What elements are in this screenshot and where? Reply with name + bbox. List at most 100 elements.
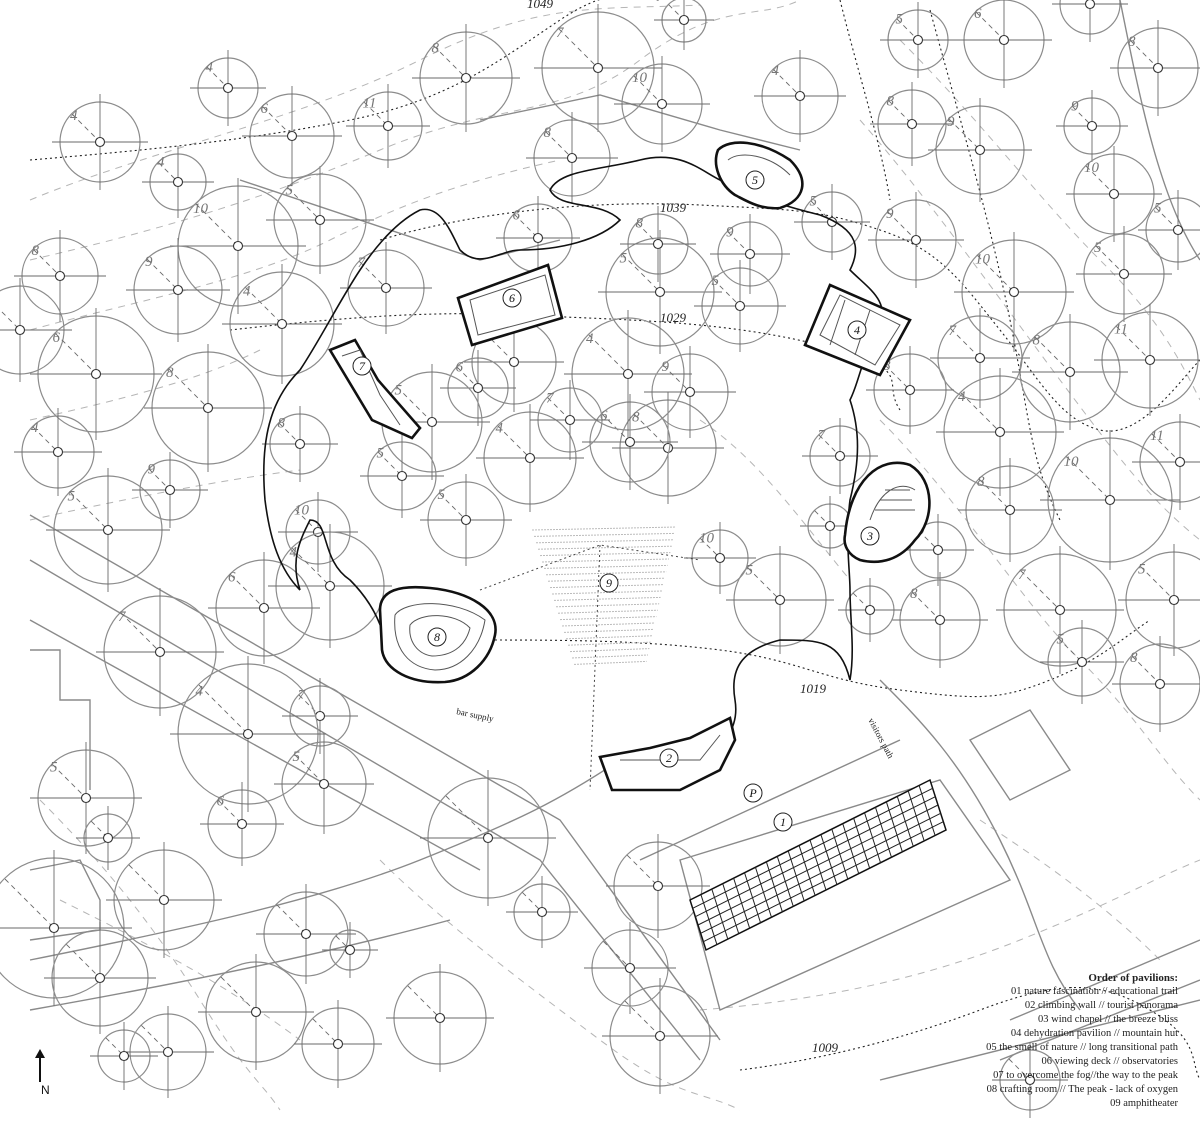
tree-height-number: 5 — [286, 183, 294, 199]
tree: 7 — [1052, 0, 1128, 42]
seat-row — [569, 648, 650, 653]
tree: 10 — [614, 56, 710, 152]
tree: 7 — [340, 242, 432, 334]
parking-label: P — [748, 786, 757, 800]
seat-row — [541, 558, 670, 563]
north-label: N — [41, 1083, 50, 1097]
tree: 9 — [1056, 90, 1128, 162]
pavilion-marker-7: 7 — [352, 356, 372, 376]
tree: 4 — [754, 50, 846, 142]
tree: 5 — [420, 474, 512, 566]
tree: 8 — [620, 206, 696, 282]
tree: 9 — [126, 238, 230, 342]
elevation-label-1039: 1039 — [660, 200, 687, 215]
seat-row — [567, 641, 651, 646]
tree: 11 — [346, 84, 430, 168]
pavilion-marker-9: 9 — [599, 573, 619, 593]
tree: 7 — [530, 380, 610, 460]
tree-height-number: 8 — [1033, 333, 1041, 349]
tree-height-number: 7 — [1018, 567, 1027, 583]
legend-item: 07 to overcome the fog//the way to the p… — [993, 1070, 1178, 1081]
tree-height-number: 5 — [1154, 200, 1162, 216]
tree: 5 — [694, 260, 786, 352]
tree: 6 — [242, 86, 342, 186]
tree: 11 — [1132, 414, 1200, 510]
tree: 7 — [96, 588, 224, 716]
seat-row — [563, 628, 654, 633]
tree: 6 — [440, 350, 516, 426]
tree-height-number: 8 — [1128, 34, 1136, 50]
pavilion-number-4: 4 — [854, 323, 860, 337]
amphitheater-seating — [479, 526, 701, 791]
tree-height-number: 9 — [886, 206, 894, 222]
elevation-label-1009: 1009 — [812, 1040, 839, 1055]
tree-height-number: 6 — [974, 6, 982, 22]
tree-height-number: 4 — [496, 421, 504, 437]
tree: 5 — [0, 278, 72, 382]
tree-height-number: 5 — [712, 273, 720, 289]
tree-height-number: 5 — [1094, 240, 1102, 256]
tree: 4 — [222, 264, 342, 384]
pavilion-legend: Order of pavilions: 01 nature fascinatio… — [878, 972, 1178, 1111]
tree: 8 — [866, 346, 954, 434]
tree-height-number: 5 — [620, 250, 628, 266]
tree: 5 — [360, 434, 444, 518]
pavilion-marker-5: 5 — [745, 170, 765, 190]
tree: 10 — [170, 178, 306, 314]
elevation-label-1019: 1019 — [800, 681, 827, 696]
tree-height-number: 11 — [1114, 322, 1128, 338]
pavilion-number-8: 8 — [434, 630, 440, 644]
tree-height-number: 6 — [228, 570, 236, 586]
pavilion-number-5: 5 — [752, 173, 758, 187]
tree — [76, 806, 140, 870]
tree-height-number: 5 — [896, 12, 904, 28]
tree: 5 — [794, 184, 870, 260]
tree: 8 — [870, 82, 954, 166]
tree-height-number: 4 — [772, 63, 780, 79]
tree-height-number: 7 — [546, 390, 555, 406]
tree: 7 — [930, 308, 1030, 408]
tree: 8 — [1012, 314, 1128, 430]
pavilion-3-shape — [843, 461, 931, 564]
tree — [654, 0, 714, 50]
pavilion-number-1: 1 — [780, 815, 786, 829]
bar-supply-label: bar supply — [456, 706, 495, 724]
road-lines — [29, 0, 1200, 1081]
trail-path-west — [295, 519, 386, 641]
seat-row — [551, 590, 663, 595]
tree-height-number: 4 — [31, 420, 39, 436]
seat-row — [549, 584, 664, 589]
legend-item: 09 amphitheater — [1110, 1098, 1178, 1109]
major-contour-lines — [29, 0, 1200, 1081]
tree-height-number: 4 — [958, 389, 966, 405]
parking-marker: P — [743, 783, 763, 803]
tree-height-number: 11 — [1150, 428, 1164, 444]
tree: 4 — [142, 146, 214, 218]
tree: 6 — [208, 552, 320, 664]
tree-height-number: 4 — [157, 155, 165, 171]
pavilion-marker-4: 4 — [847, 320, 867, 340]
tree-height-number: 9 — [145, 254, 153, 270]
tree: 10 — [684, 522, 756, 594]
tree — [0, 850, 132, 1006]
contour-lines — [29, 0, 1200, 1111]
pavilion-marker-1: 1 — [773, 812, 793, 832]
tree: 9 — [868, 192, 964, 288]
tree-height-number: 8 — [32, 243, 40, 259]
tree: 5 — [274, 734, 374, 834]
pavilion-marker-2: 2 — [659, 748, 679, 768]
tree — [602, 978, 718, 1094]
tree-height-number: 5 — [377, 445, 385, 461]
tree: 8 — [144, 344, 272, 472]
elevation-labels: 1049 1039 1029 1019 1009 — [527, 0, 839, 1055]
tree-height-number: 4 — [70, 108, 78, 124]
seat-row — [571, 654, 649, 659]
tree: 5 — [266, 166, 374, 274]
tree: 8 — [262, 406, 338, 482]
legend-item: 02 climbing wall // tourist panorama — [1024, 1000, 1178, 1011]
tree: 7 — [802, 418, 878, 494]
tree: 8 — [1110, 20, 1200, 116]
tree: 4 — [564, 310, 692, 438]
tree-height-number: 9 — [1071, 99, 1079, 115]
